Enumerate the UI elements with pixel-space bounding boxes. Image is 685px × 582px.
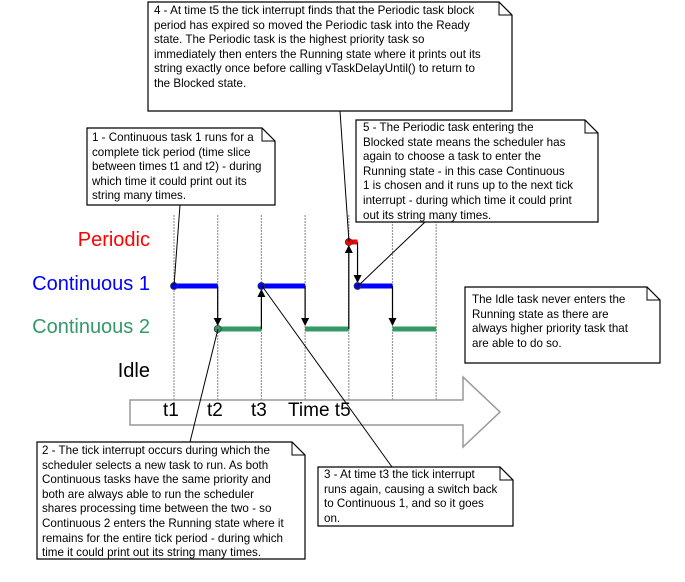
callout-2-pointer: [189, 328, 219, 443]
row-label-idle: Idle: [117, 360, 150, 382]
tick-label-t2: t2: [207, 400, 223, 421]
callout-line: out its string many times.: [363, 208, 492, 222]
callout-line: both are always able to run the schedule…: [42, 487, 255, 501]
callout-line: interrupt - during which time it could p…: [363, 193, 572, 207]
folded-corner: [646, 287, 660, 301]
callout-line: the Blocked state.: [154, 76, 247, 90]
callout-line: shares processing time between the two -…: [42, 502, 272, 516]
callout-line: state. The Periodic task is the highest …: [154, 33, 425, 47]
callout-4: 4 - At time t5 the tick interrupt finds …: [154, 4, 481, 92]
folded-corner: [498, 2, 512, 16]
callout-line: string exactly once before calling vTask…: [154, 62, 475, 76]
callout-line: 1 is chosen and it runs up to the next t…: [363, 179, 574, 193]
callout-3-box: [317, 466, 514, 527]
tick-label-t5: Time t5: [288, 400, 351, 421]
callout-line: on.: [324, 511, 341, 525]
callout-line: 3 - At time t3 the tick interrupt: [324, 468, 475, 481]
callout-line: again to choose a task to enter the: [363, 150, 541, 164]
callout-line: always higher priority task that: [472, 322, 628, 336]
callout-4-pointer: [339, 110, 350, 243]
callout-5-pointer: [357, 221, 426, 287]
tick-label-t1: t1: [163, 400, 179, 421]
callout-line: Continuous tasks have the same priority …: [42, 473, 271, 487]
folded-corner: [499, 467, 513, 481]
folded-corner: [584, 120, 598, 134]
callout-line: 2 - The tick interrupt occurs during whi…: [42, 444, 270, 457]
row-label-continuous-2: Continuous 2: [32, 316, 150, 338]
row-label-continuous-1: Continuous 1: [32, 273, 150, 295]
callout-line: complete tick period (time slice: [92, 145, 251, 159]
callout-2: 2 - The tick interrupt occurs during whi…: [42, 444, 284, 561]
callout-line: Blocked state means the scheduler has: [363, 135, 566, 149]
folded-corner: [291, 442, 305, 456]
callout-line: Running state as there are: [472, 307, 609, 321]
callout-2-box: [36, 441, 306, 560]
callout-line: immediately then enters the Running stat…: [154, 47, 481, 61]
row-label-periodic: Periodic: [77, 229, 150, 251]
callout-line: runs again, causing a switch back: [324, 482, 498, 496]
callout-line: 4 - At time t5 the tick interrupt finds …: [154, 4, 475, 17]
tick-label-t3: t3: [251, 400, 267, 421]
callout-line: Running state - in this case Continuous: [363, 164, 565, 178]
callout-line: time it could print out its string many …: [42, 546, 262, 560]
callout-line: 5 - The Periodic task entering the: [363, 121, 534, 134]
callout-idle-box: [464, 286, 661, 364]
time-arrow: [129, 375, 502, 449]
callout-line: period has expired so moved the Periodic…: [154, 18, 470, 32]
callout-line: The Idle task never enters the: [472, 293, 626, 306]
callout-line: between times t1 and t2) - during: [92, 160, 262, 174]
callout-3-pointer: [261, 285, 393, 468]
callout-line: are able to do so.: [472, 336, 562, 350]
callout-line: string many times.: [92, 189, 187, 203]
callout-1-pointer: [173, 204, 181, 287]
callout-line: which time it could print out its: [92, 174, 247, 188]
callout-1-box: [86, 127, 276, 206]
folded-corner: [261, 128, 275, 142]
callout-line: to Continuous 1, and so it goes: [324, 497, 484, 511]
callout-line: remains for the entire tick period - dur…: [42, 531, 284, 545]
callout-5-box: [355, 119, 599, 223]
callout-line: Continuous 2 enters the Running state wh…: [42, 516, 284, 530]
callout-line: 1 - Continuous task 1 runs for a: [92, 131, 254, 144]
callout-line: scheduler selects a new task to run. As …: [42, 458, 269, 472]
callout-4-box: [147, 1, 513, 112]
